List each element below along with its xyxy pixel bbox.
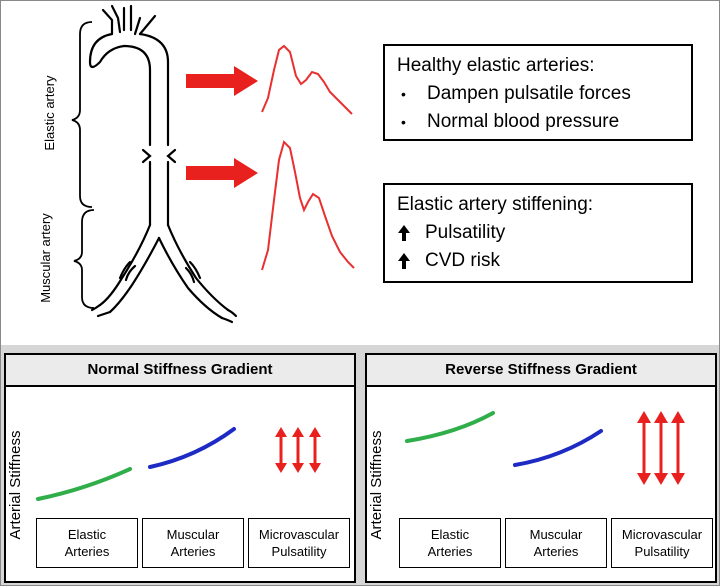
- reverse-gradient-panel: Reverse Stiffness Gradient Arterial Stif…: [365, 353, 717, 583]
- bullet-icon: •: [401, 86, 406, 102]
- stiffening-box: Elastic artery stiffening: Pulsatility C…: [383, 183, 693, 283]
- healthy-item-2-text: Normal blood pressure: [427, 111, 620, 132]
- pulsatility-arrows-icon: [275, 427, 321, 473]
- healthy-elastic-arteries-box: Healthy elastic arteries: • Dampen pulsa…: [383, 44, 693, 141]
- normal-gradient-panel: Normal Stiffness Gradient Arterial Stiff…: [4, 353, 356, 583]
- normal-gradient-plot: [36, 427, 321, 501]
- stiffening-item-2-text: CVD risk: [425, 250, 500, 271]
- reverse-panel-title: Reverse Stiffness Gradient: [367, 355, 715, 387]
- arterial-tree-illustration: [71, 4, 355, 324]
- normal-panel-title: Normal Stiffness Gradient: [6, 355, 354, 387]
- up-arrow-icon: [397, 252, 425, 270]
- bullet-icon: •: [401, 114, 406, 130]
- reverse-cat-microvascular: Microvascular Pulsatility: [611, 518, 713, 568]
- healthy-item-1-text: Dampen pulsatile forces: [427, 83, 631, 104]
- stiffening-box-title: Elastic artery stiffening:: [397, 194, 594, 215]
- stiffening-item-1: Pulsatility: [397, 219, 679, 247]
- healthy-item-2: • Normal blood pressure: [397, 108, 679, 136]
- reverse-cat-muscular: Muscular Arteries: [505, 518, 607, 568]
- reverse-cat-elastic: Elastic Arteries: [399, 518, 501, 568]
- pressure-waveform-upper: [261, 44, 353, 115]
- normal-cat-muscular: Muscular Arteries: [142, 518, 244, 568]
- muscular-stiffness-line: [513, 429, 603, 467]
- normal-cat-elastic: Elastic Arteries: [36, 518, 138, 568]
- normal-cat-microvascular: Microvascular Pulsatility: [248, 518, 350, 568]
- pressure-waveform-lower: [261, 140, 355, 271]
- top-panel: Elastic artery Muscular artery Healthy e…: [38, 4, 693, 324]
- healthy-box-title: Healthy elastic arteries:: [397, 55, 595, 76]
- muscular-stiffness-line: [148, 427, 236, 469]
- elastic-stiffness-line: [405, 411, 495, 443]
- up-arrow-icon: [397, 224, 425, 242]
- stiffening-item-2: CVD risk: [397, 247, 679, 275]
- muscular-bracket: [73, 209, 95, 309]
- arrow-icon-lower: [186, 158, 258, 188]
- pulsatility-arrows-icon: [637, 411, 685, 485]
- aorta-outline: [88, 4, 238, 324]
- stiffening-item-1-text: Pulsatility: [425, 222, 506, 243]
- healthy-item-1: • Dampen pulsatile forces: [397, 80, 679, 108]
- reverse-gradient-plot: [405, 411, 685, 485]
- elastic-bracket: [71, 21, 93, 208]
- elastic-stiffness-line: [36, 467, 132, 501]
- arrow-icon-upper: [186, 66, 258, 96]
